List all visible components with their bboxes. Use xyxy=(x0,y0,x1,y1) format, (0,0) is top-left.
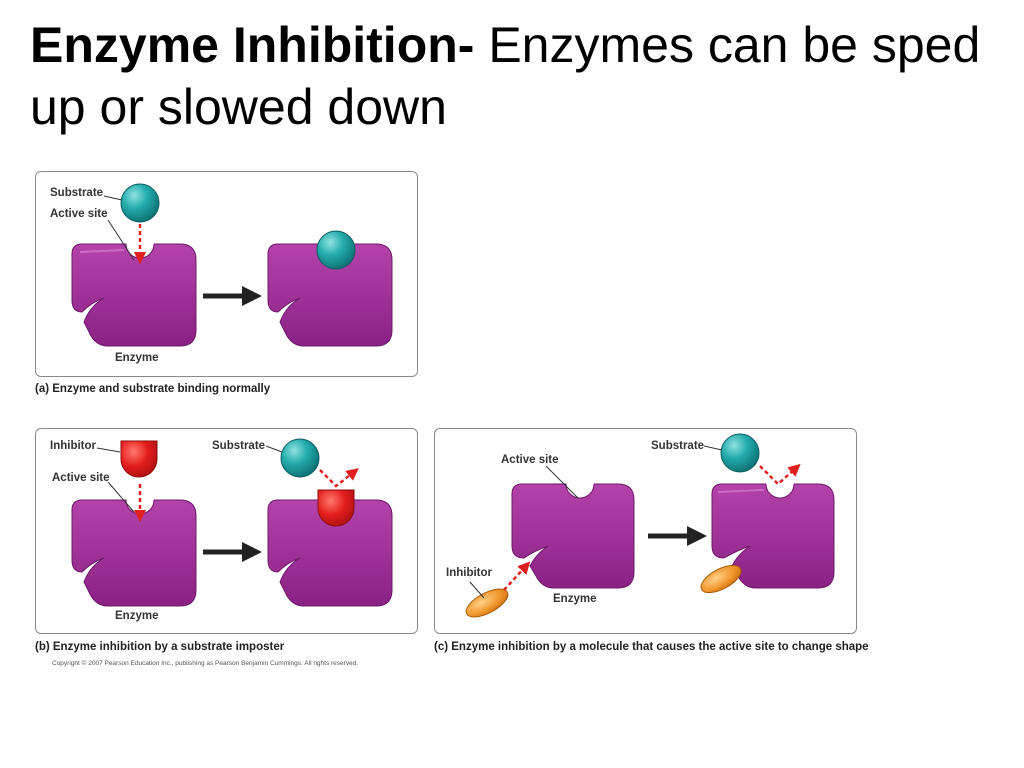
inhibitor-leader-b xyxy=(96,447,121,453)
enzyme-shape-c2 xyxy=(711,483,835,589)
label-enzyme-b: Enzyme xyxy=(115,610,159,622)
title-bold: Enzyme Inhibition- xyxy=(30,17,475,73)
label-substrate-c: Substrate xyxy=(651,440,705,452)
enzyme-shape-c1 xyxy=(511,483,635,589)
title-rest: Enzymes can be sped up or slowed down xyxy=(30,17,981,135)
page-title: Enzyme Inhibition- Enzymes can be sped u… xyxy=(30,14,990,138)
substrate-c xyxy=(720,433,760,473)
caption-a: (a) Enzyme and substrate binding normall… xyxy=(35,383,271,395)
label-inhibitor-b: Inhibitor xyxy=(50,440,96,452)
label-enzyme-c: Enzyme xyxy=(553,593,597,605)
caption-b: (b) Enzyme inhibition by a substrate imp… xyxy=(35,641,285,653)
label-inhibitor-c: Inhibitor xyxy=(446,567,492,579)
substrate-a2 xyxy=(316,230,356,270)
inhibitor-b2-bound xyxy=(317,489,355,527)
enzyme-shape-a1 xyxy=(71,243,197,347)
blocked-arrow-b xyxy=(319,468,359,488)
enzyme-shape-b1 xyxy=(71,499,197,607)
label-active-site-c: Active site xyxy=(501,454,559,466)
label-enzyme-a: Enzyme xyxy=(115,352,159,364)
substrate-leader-a xyxy=(103,195,123,201)
inhibitor-arrow-c xyxy=(503,561,531,591)
label-active-site-b: Active site xyxy=(52,472,110,484)
inhibitor-c2-bound xyxy=(700,564,742,594)
label-substrate-a: Substrate xyxy=(50,187,104,199)
inhibitor-leader-c xyxy=(469,581,485,599)
active-site-leader-a xyxy=(107,219,135,261)
substrate-b xyxy=(280,438,320,478)
caption-c: (c) Enzyme inhibition by a molecule that… xyxy=(434,641,869,653)
inhibitor-b1 xyxy=(120,440,158,478)
active-site-leader-b xyxy=(107,481,135,513)
inhibitor-c1 xyxy=(465,588,509,618)
copyright-text: Copyright © 2007 Pearson Education Inc.,… xyxy=(52,660,359,667)
substrate-leader-c xyxy=(703,445,723,451)
substrate-leader-b xyxy=(265,445,283,453)
label-substrate-b: Substrate xyxy=(212,440,266,452)
active-site-leader-c xyxy=(545,465,579,499)
blocked-arrow-c xyxy=(759,463,801,486)
label-active-site-a: Active site xyxy=(50,208,108,220)
substrate-a1 xyxy=(120,183,160,223)
